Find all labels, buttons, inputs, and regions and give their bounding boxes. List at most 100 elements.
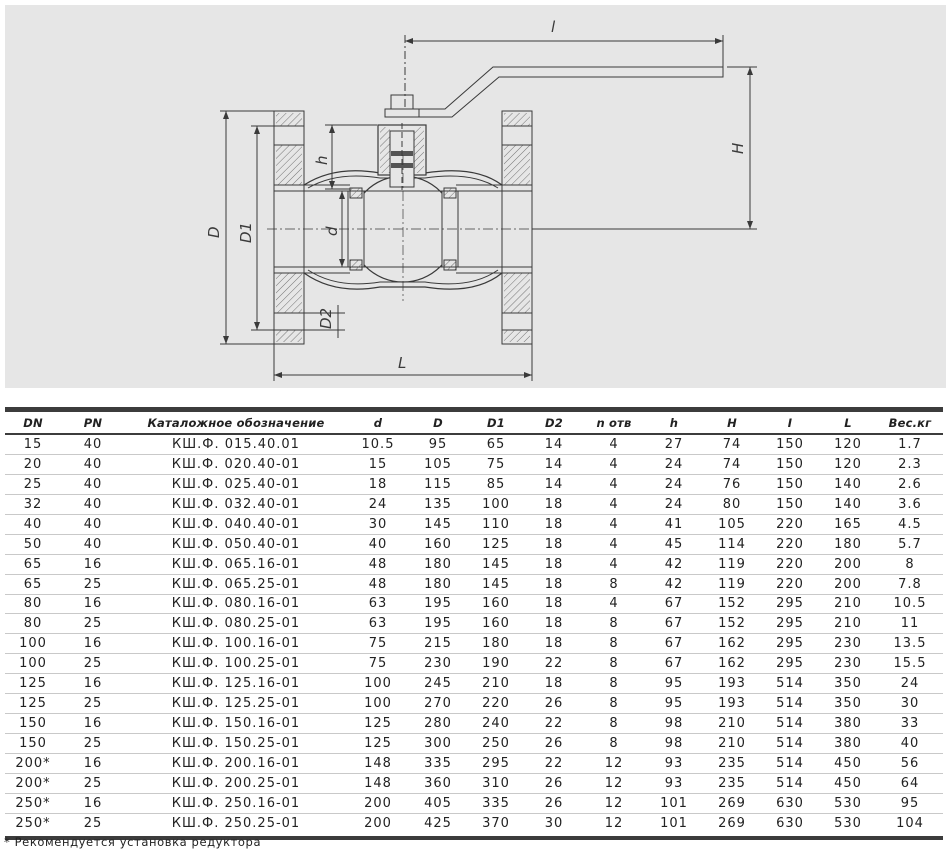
table-cell: 67 bbox=[645, 613, 703, 635]
table-cell: 25 bbox=[61, 574, 125, 595]
table-cell: 25 bbox=[61, 733, 125, 754]
table-cell: 76 bbox=[703, 474, 761, 495]
table-cell: 40 bbox=[61, 434, 125, 455]
table-cell: 18 bbox=[525, 494, 583, 515]
table-cell: 195 bbox=[409, 613, 467, 635]
table-cell: 75 bbox=[347, 633, 409, 655]
table-cell: 40 bbox=[61, 474, 125, 495]
table-cell: КШ.Ф. 065.16-01 bbox=[125, 554, 347, 575]
dim-label-D1: D1 bbox=[237, 222, 255, 243]
table-cell: 110 bbox=[467, 514, 525, 535]
table-cell: 24 bbox=[877, 673, 943, 695]
table-cell: 250* bbox=[5, 793, 61, 814]
table-cell: 12 bbox=[583, 753, 645, 774]
table-cell: 360 bbox=[409, 773, 467, 794]
table-cell: 101 bbox=[645, 793, 703, 814]
table-cell: 75 bbox=[467, 454, 525, 475]
table-cell: 310 bbox=[467, 773, 525, 794]
table-cell: КШ.Ф. 200.25-01 bbox=[125, 773, 347, 794]
table-cell: 18 bbox=[525, 554, 583, 575]
table-bottom-rule bbox=[5, 835, 943, 840]
table-cell: 119 bbox=[703, 574, 761, 595]
table-cell: 74 bbox=[703, 434, 761, 455]
table-cell: 200 bbox=[364, 815, 392, 831]
table-cell: 40 bbox=[61, 514, 125, 535]
table-cell: 30 bbox=[544, 815, 564, 831]
table-cell: 63 bbox=[347, 613, 409, 635]
table-cell: 180 bbox=[409, 554, 467, 575]
table-cell: 210 bbox=[703, 733, 761, 754]
table-cell: 13.5 bbox=[877, 633, 943, 655]
table-cell: 140 bbox=[819, 474, 877, 495]
table-cell: 18 bbox=[525, 594, 583, 615]
table-cell: 210 bbox=[819, 613, 877, 635]
table-cell: 200* bbox=[5, 773, 61, 794]
table-cell: 40 bbox=[61, 534, 125, 555]
table-cell: 210 bbox=[467, 673, 525, 695]
table-cell: 14 bbox=[525, 474, 583, 495]
table-cell: 100 bbox=[347, 673, 409, 695]
table-cell: 119 bbox=[703, 554, 761, 575]
table-cell: КШ.Ф. 080.16-01 bbox=[125, 594, 347, 615]
table-cell: КШ.Ф. 250.16-01 bbox=[125, 793, 347, 814]
table-cell: 405 bbox=[409, 793, 467, 814]
table-cell: 26 bbox=[525, 773, 583, 794]
table-cell: 230 bbox=[819, 653, 877, 675]
table-cell: 235 bbox=[703, 773, 761, 794]
table-cell: 220 bbox=[761, 534, 819, 555]
table-cell: 16 bbox=[61, 554, 125, 575]
table-cell: КШ.Ф. 250.25-01 bbox=[171, 815, 301, 831]
table-cell: 152 bbox=[703, 594, 761, 615]
table-cell: 10.5 bbox=[347, 434, 409, 455]
table-cell: 65 bbox=[5, 574, 61, 595]
table-cell: 514 bbox=[761, 753, 819, 774]
table-cell: 295 bbox=[761, 594, 819, 615]
table-top-rule bbox=[5, 407, 943, 412]
table-cell: 22 bbox=[525, 713, 583, 735]
table-cell: 18 bbox=[525, 673, 583, 695]
ball-valve-drawing: l H h D D1 d D2 L bbox=[205, 18, 757, 381]
table-cell: 115 bbox=[409, 474, 467, 495]
table-cell: 120 bbox=[819, 434, 877, 455]
table-cell: 15.5 bbox=[877, 653, 943, 675]
table-cell: 40 bbox=[5, 514, 61, 535]
table-cell: 450 bbox=[819, 773, 877, 794]
table-cell: 150 bbox=[761, 454, 819, 475]
table-cell: 2.6 bbox=[877, 474, 943, 495]
table-cell: 4 bbox=[583, 434, 645, 455]
table-cell: 162 bbox=[703, 653, 761, 675]
table-cell: 8 bbox=[583, 653, 645, 675]
table-cell: 250 bbox=[467, 733, 525, 754]
table-cell: 48 bbox=[347, 574, 409, 595]
table-cell: КШ.Ф. 150.25-01 bbox=[125, 733, 347, 754]
table-cell: 220 bbox=[761, 514, 819, 535]
dim-label-H: H bbox=[729, 143, 747, 154]
table-cell: 105 bbox=[409, 454, 467, 475]
table-cell: 16 bbox=[61, 713, 125, 735]
table-cell: 25 bbox=[61, 693, 125, 715]
table-cell: 4 bbox=[583, 554, 645, 575]
table-cell: 425 bbox=[424, 815, 452, 831]
table-cell: 530 bbox=[834, 815, 862, 831]
table-cell: 180 bbox=[467, 633, 525, 655]
table-cell: 30 bbox=[347, 514, 409, 535]
dim-label-d: d bbox=[323, 226, 341, 236]
table-cell: 4.5 bbox=[877, 514, 943, 535]
table-cell: 41 bbox=[645, 514, 703, 535]
table-cell: КШ.Ф. 065.25-01 bbox=[125, 574, 347, 595]
table-cell: 1.7 bbox=[877, 434, 943, 455]
table-cell: 18 bbox=[347, 474, 409, 495]
left-flange bbox=[273, 110, 305, 345]
table-cell: 8 bbox=[583, 673, 645, 695]
column-header: D bbox=[433, 415, 443, 430]
table-cell: 160 bbox=[409, 534, 467, 555]
table-cell: 8 bbox=[583, 633, 645, 655]
table-cell: 85 bbox=[467, 474, 525, 495]
table-cell: 24 bbox=[645, 474, 703, 495]
